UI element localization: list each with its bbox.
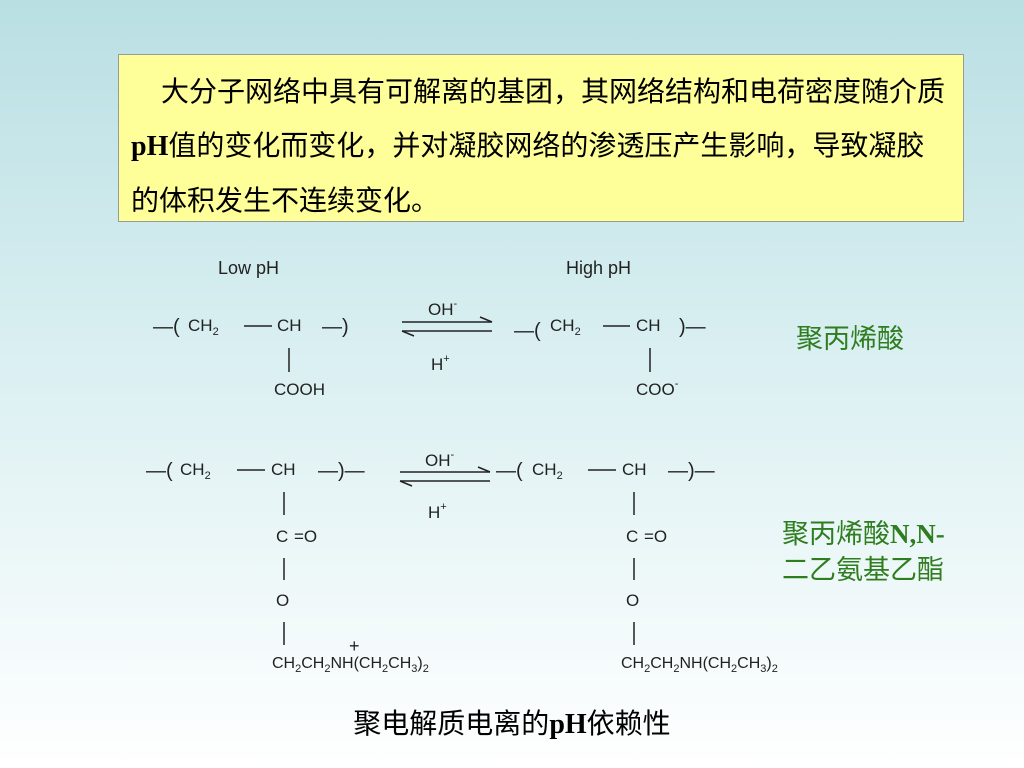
description-text: 大分子网络中具有可解离的基团，其网络结构和电荷密度随介质 pH值的变化而变化，并对…	[131, 65, 951, 228]
carbonyl-oxygen: =O	[294, 527, 317, 546]
ch-group: CH	[271, 460, 296, 479]
reaction-deaea: —( CH2 CH —)— C =O O CH2CH2NH(CH2CH3)2 +…	[146, 449, 778, 675]
reverse-arrow-head	[399, 480, 413, 487]
description-ph: pH	[131, 131, 169, 162]
caption-ph: pH	[549, 709, 587, 740]
paren-left: —(	[496, 460, 523, 482]
label-polyacrylic-acid: 聚丙烯酸	[796, 322, 904, 358]
ester-oxygen: O	[276, 591, 289, 610]
reverse-arrow-head	[401, 330, 415, 337]
ch2-group: CH2	[188, 316, 219, 338]
forward-arrow-head	[477, 466, 491, 473]
ch2-group: CH2	[532, 460, 563, 482]
hydroxide-label: OH-	[425, 449, 455, 470]
caption-part1: 聚电解质电离的	[353, 707, 550, 740]
description-part2: 值的变化而变化，并对凝胶网络的渗透压产生影响，导致凝胶的体积发生不连续变化。	[131, 129, 925, 217]
ester-oxygen: O	[626, 591, 639, 610]
paren-left: —(	[153, 316, 180, 338]
amine-group: CH2CH2NH(CH2CH3)2	[621, 655, 778, 675]
charge-plus: +	[349, 636, 360, 656]
label-polyacrylic-acid-text: 聚丙烯酸	[796, 324, 904, 355]
hydroxide-label: OH-	[428, 298, 458, 319]
paren-left: —(	[146, 460, 173, 482]
description-part1: 大分子网络中具有可解离的基团，其网络结构和电荷密度随介质	[161, 75, 946, 108]
paren-right: —)	[322, 316, 349, 338]
ch-group: CH	[636, 316, 661, 335]
ch2-group: CH2	[550, 316, 581, 338]
ch-group: CH	[277, 316, 302, 335]
figure-caption: 聚电解质电离的pH依赖性	[0, 702, 1024, 742]
label-deaea: 聚丙烯酸N,N- 二乙氨基乙酯	[782, 516, 945, 589]
paren-right: —)—	[318, 460, 365, 482]
paren-left: —(	[514, 320, 541, 342]
low-ph-label: Low pH	[218, 258, 279, 278]
forward-arrow-head	[479, 316, 493, 323]
label-deaea-latin: N,N-	[890, 519, 945, 549]
amine-group-protonated: CH2CH2NH(CH2CH3)2	[272, 655, 429, 675]
label-deaea-cn1: 聚丙烯酸	[782, 519, 890, 550]
label-deaea-line2: 二乙氨基乙酯	[782, 555, 944, 586]
proton-label: H+	[428, 501, 447, 522]
caption-part2: 依赖性	[586, 707, 671, 740]
paren-right: —)—	[668, 460, 715, 482]
paren-right: )—	[679, 316, 706, 338]
carbonyl-carbon: C	[276, 527, 288, 546]
ch-group: CH	[622, 460, 647, 479]
label-deaea-line1: 聚丙烯酸N,N-	[782, 516, 945, 553]
ch2-group: CH2	[180, 460, 211, 482]
cooh-group: COOH	[274, 380, 325, 399]
reaction-paa: —( CH2 CH —) COOH OH- H+ —( CH2 CH )— CO…	[153, 298, 706, 399]
coo-group: COO-	[636, 378, 679, 399]
description-box: 大分子网络中具有可解离的基团，其网络结构和电荷密度随介质 pH值的变化而变化，并对…	[118, 54, 964, 222]
carbonyl-oxygen: =O	[644, 527, 667, 546]
carbonyl-carbon: C	[626, 527, 638, 546]
high-ph-label: High pH	[566, 258, 631, 278]
proton-label: H+	[431, 353, 450, 374]
